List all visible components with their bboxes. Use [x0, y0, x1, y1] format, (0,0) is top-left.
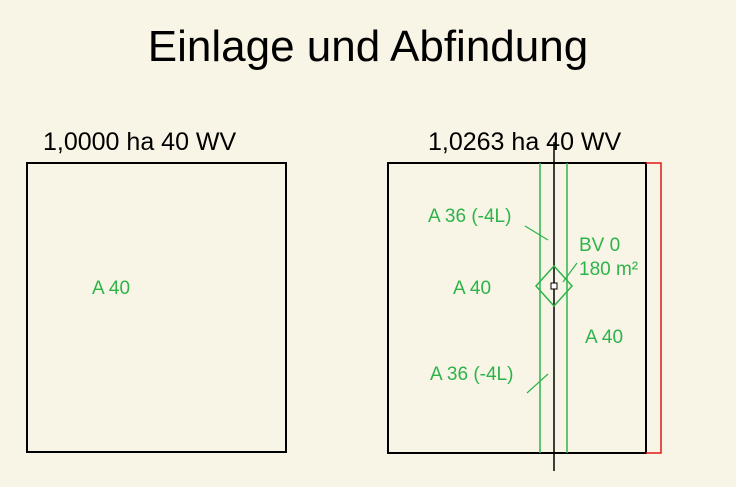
abfindung-label-left: A 40: [453, 278, 492, 299]
abfindung-heading: 1,0263 ha 40 WV: [428, 128, 622, 156]
bv-label: BV 0: [579, 235, 621, 256]
abfindung-label-right: A 40: [585, 327, 624, 348]
area-label: 180 m²: [579, 259, 639, 280]
einlage-heading: 1,0000 ha 40 WV: [43, 128, 237, 156]
bv-diamond: [534, 264, 574, 308]
abfindung-parcel: [387, 162, 647, 454]
leader-line-top: [524, 225, 549, 241]
bv-square-marker: [550, 282, 558, 290]
strip-label-bottom: A 36 (-4L): [430, 364, 514, 385]
leader-line-area: [562, 262, 578, 283]
page-title: Einlage und Abfindung: [147, 22, 589, 71]
red-boundary: [646, 162, 662, 454]
leader-line-bottom: [526, 373, 549, 394]
einlage-parcel: [26, 162, 287, 453]
strip-label-top: A 36 (-4L): [428, 206, 512, 227]
einlage-parcel-label: A 40: [92, 278, 131, 299]
